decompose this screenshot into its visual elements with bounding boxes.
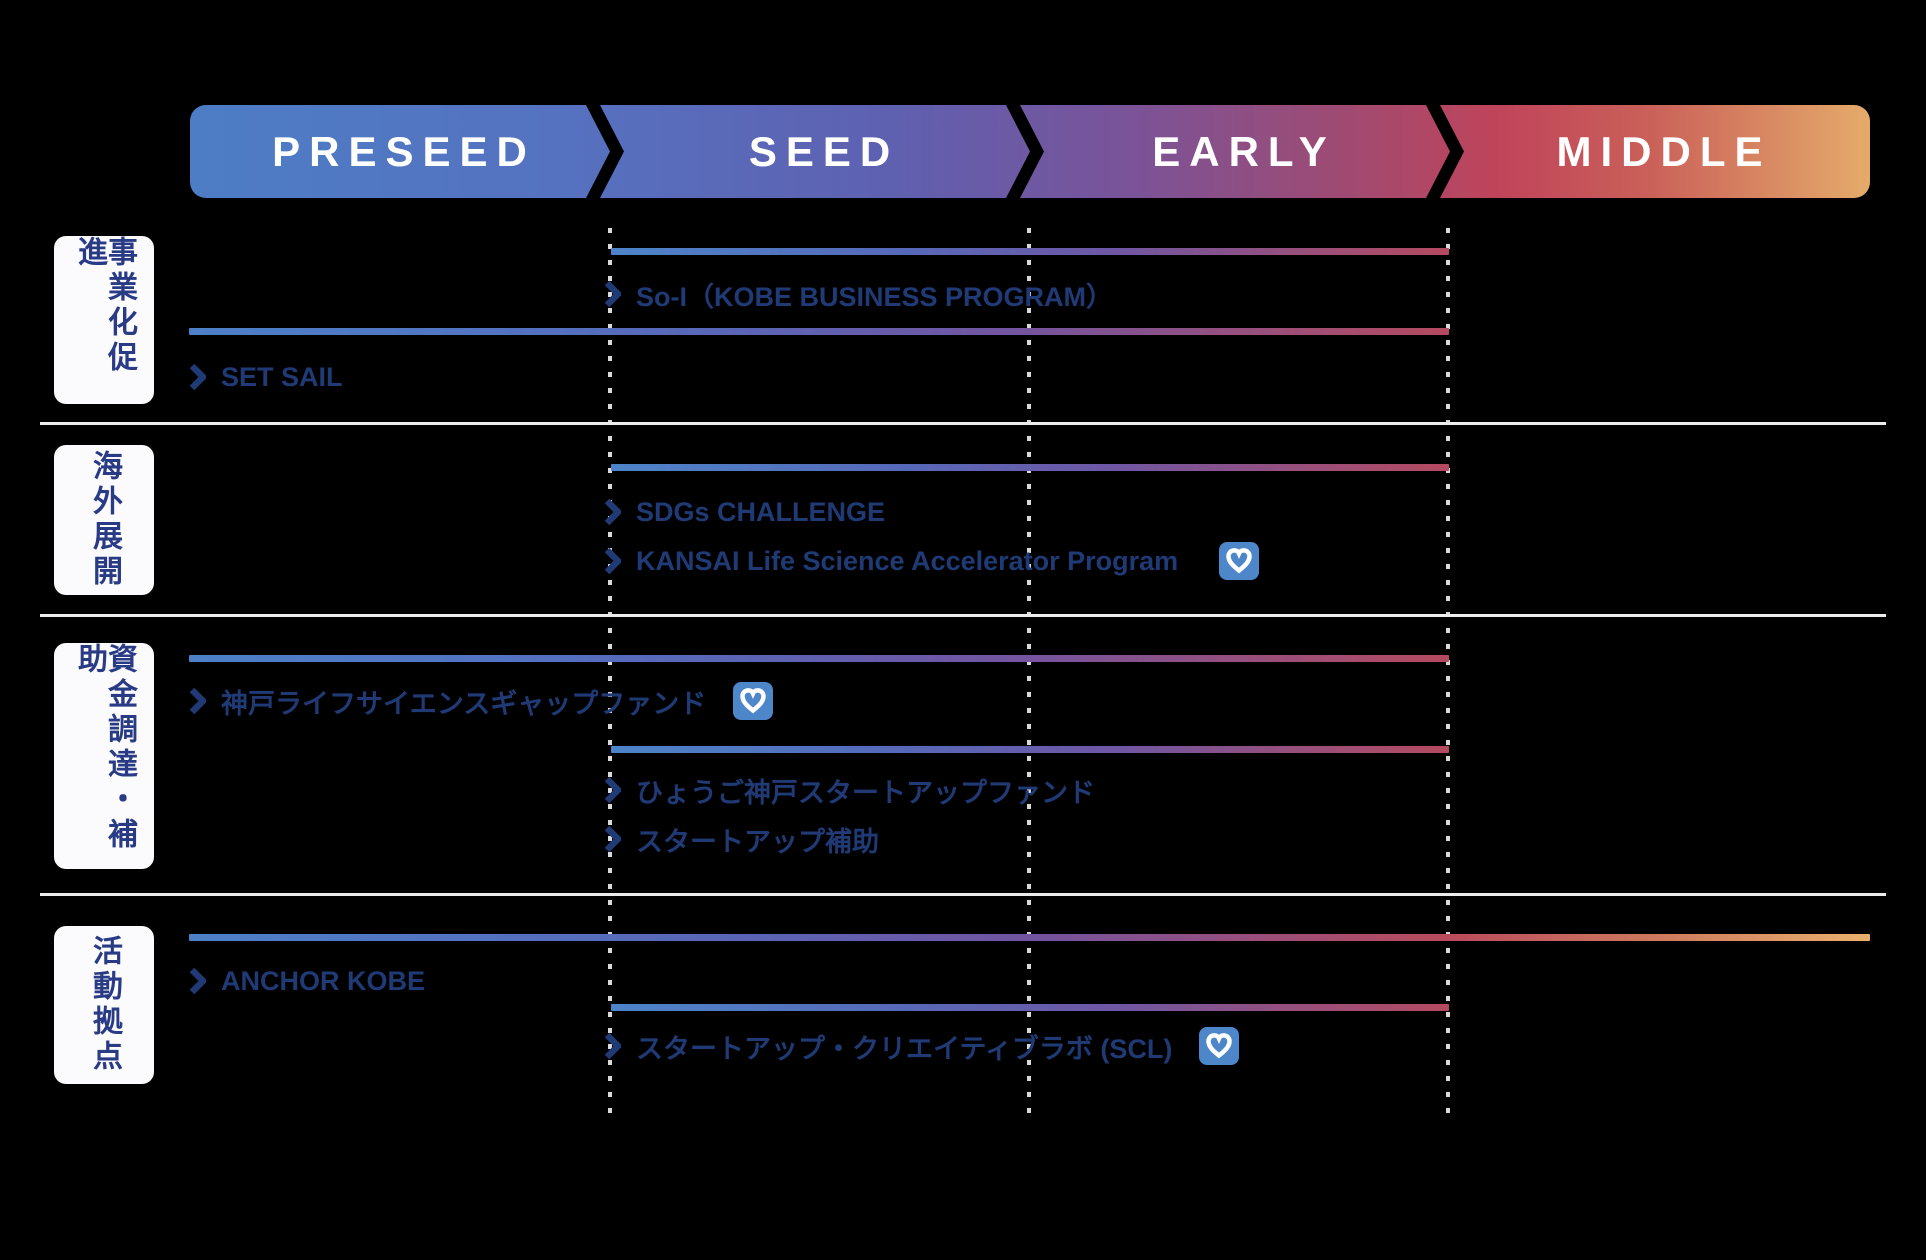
program-sdgs-challenge: SDGs CHALLENGE	[604, 491, 885, 533]
program-life-science-gap-fund: 神戸ライフサイエンスギャップファンド	[189, 680, 774, 722]
stage-label-early: EARLY	[1152, 127, 1336, 175]
support-heart-icon	[733, 682, 774, 720]
stage-segment-middle: MIDDLE	[1450, 105, 1870, 198]
stage-boundary-dotted-line-seed	[608, 228, 612, 1116]
chevron-icon	[604, 498, 621, 526]
chevron-icon	[604, 280, 621, 308]
stage-label-preseed: PRESEED	[272, 127, 536, 175]
chevron-icon	[604, 547, 621, 575]
stage-boundary-dotted-line-early	[1027, 228, 1031, 1116]
category-label: 海外展開	[88, 450, 121, 590]
category-box-commercialization: 事業化促進	[54, 236, 154, 404]
program-label: SET SAIL	[221, 361, 343, 392]
program-startup-subsidy: スタートアップ補助	[604, 818, 879, 860]
program-label: スタートアップ・クリエイティブラボ (SCL)	[636, 1033, 1173, 1064]
program-label: KANSAI Life Science Accelerator Program	[636, 545, 1179, 576]
timeline-bar-set-sail	[189, 328, 1449, 335]
program-label: ひょうご神戸スタートアップファンド	[636, 777, 1095, 808]
timeline-bar-gap-fund	[189, 655, 1449, 662]
program-so-i: So-I（KOBE BUSINESS PROGRAM）	[604, 273, 1113, 315]
category-box-funding: 資金調達・補助	[54, 643, 154, 869]
category-box-activity-base: 活動拠点	[54, 926, 154, 1084]
timeline-bar-startup-fund	[611, 746, 1449, 753]
row-separator	[40, 893, 1886, 896]
stage-segment-seed: SEED	[610, 105, 1030, 198]
stage-segment-preseed: PRESEED	[190, 105, 610, 198]
program-label: ANCHOR KOBE	[221, 965, 426, 996]
program-label: 神戸ライフサイエンスギャップファンド	[221, 688, 707, 719]
stage-label-middle: MIDDLE	[1556, 127, 1772, 175]
stage-segment-early: EARLY	[1030, 105, 1450, 198]
chevron-icon	[189, 967, 206, 995]
chevron-icon	[604, 1032, 621, 1060]
chevron-icon	[189, 687, 206, 715]
row-separator	[40, 614, 1886, 617]
category-label: 事業化促進	[73, 236, 136, 376]
timeline-bar-overseas	[611, 464, 1449, 471]
category-label: 資金調達・補助	[73, 643, 136, 853]
chevron-icon	[604, 825, 621, 853]
program-startup-creative-lab: スタートアップ・クリエイティブラボ (SCL)	[604, 1025, 1240, 1067]
timeline-bar-anchor-kobe	[189, 934, 1870, 941]
row-separator	[40, 422, 1886, 425]
program-kansai-accelerator: KANSAI Life Science Accelerator Program	[604, 540, 1260, 582]
program-label: So-I（KOBE BUSINESS PROGRAM）	[636, 281, 1114, 312]
timeline-bar-so-i	[611, 248, 1449, 255]
program-label: SDGs CHALLENGE	[636, 496, 886, 527]
chevron-icon	[604, 776, 621, 804]
timeline-bar-scl	[611, 1004, 1449, 1011]
stage-boundary-dotted-line-middle	[1446, 228, 1450, 1116]
support-heart-icon	[1199, 1027, 1240, 1065]
support-heart-icon	[1219, 542, 1260, 580]
chevron-icon	[189, 363, 206, 391]
program-anchor-kobe: ANCHOR KOBE	[189, 960, 425, 1002]
category-box-overseas: 海外展開	[54, 445, 154, 595]
program-label: スタートアップ補助	[636, 826, 879, 857]
category-label: 活動拠点	[88, 935, 121, 1075]
stage-band: PRESEED SEED EARLY MIDDLE	[190, 105, 1870, 198]
stage-label-seed: SEED	[748, 127, 900, 175]
program-hyogo-kobe-startup-fund: ひょうご神戸スタートアップファンド	[604, 769, 1095, 811]
program-set-sail: SET SAIL	[189, 356, 343, 398]
